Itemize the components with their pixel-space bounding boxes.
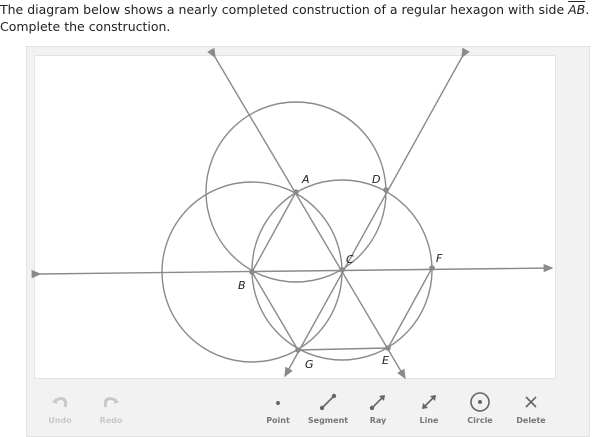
segment-label: Segment [307,416,349,425]
ray-label: Ray [369,416,387,425]
label-g: G [305,358,314,371]
point-icon [253,390,303,414]
delete-label: Delete [516,416,546,425]
point-b[interactable] [249,269,255,275]
prompt-instruction: Complete the construction. [0,19,171,34]
point-f[interactable] [429,265,435,271]
point-label: Point [266,416,290,425]
point-e[interactable] [385,345,391,351]
line-icon [404,390,454,414]
redo-label: Redo [99,416,123,425]
ray-tool-button[interactable]: Ray [353,390,403,425]
point-tool-button[interactable]: Point [253,390,303,425]
label-b: B [238,279,246,292]
segment-ef[interactable] [387,267,433,349]
segment-ab-label: AB [568,2,586,17]
line-dcg[interactable] [284,47,470,378]
circle-icon [455,390,505,414]
label-e: E [382,354,389,367]
undo-icon [35,390,85,414]
question-prompt: The diagram below shows a nearly complet… [0,1,589,35]
undo-label: Undo [48,416,72,425]
circle-label: Circle [467,416,493,425]
line-tool-button[interactable]: Line [404,390,454,425]
redo-button[interactable]: Redo [86,390,136,425]
point-a[interactable] [293,189,299,195]
point-d[interactable] [383,187,389,193]
line-label: Line [419,416,439,425]
prompt-period: . [585,2,590,17]
point-c[interactable] [339,267,345,273]
close-icon [506,390,556,414]
circle-tool-button[interactable]: Circle [455,390,505,425]
point-g[interactable] [295,347,301,353]
label-c: C [346,253,354,266]
line-bcf[interactable] [31,263,554,279]
segment-ab[interactable] [251,191,297,273]
prompt-text: The diagram below shows a nearly complet… [0,2,569,17]
delete-tool-button[interactable]: Delete [506,390,556,425]
segment-tool-button[interactable]: Segment [303,390,353,425]
redo-icon [86,390,136,414]
label-d: D [372,173,380,186]
undo-button[interactable]: Undo [35,390,85,425]
label-a: A [301,173,310,186]
segment-bg[interactable] [251,271,299,351]
ray-icon [353,390,403,414]
segment-icon [303,390,353,414]
label-f: F [436,252,443,265]
segment-ge[interactable] [297,347,389,351]
